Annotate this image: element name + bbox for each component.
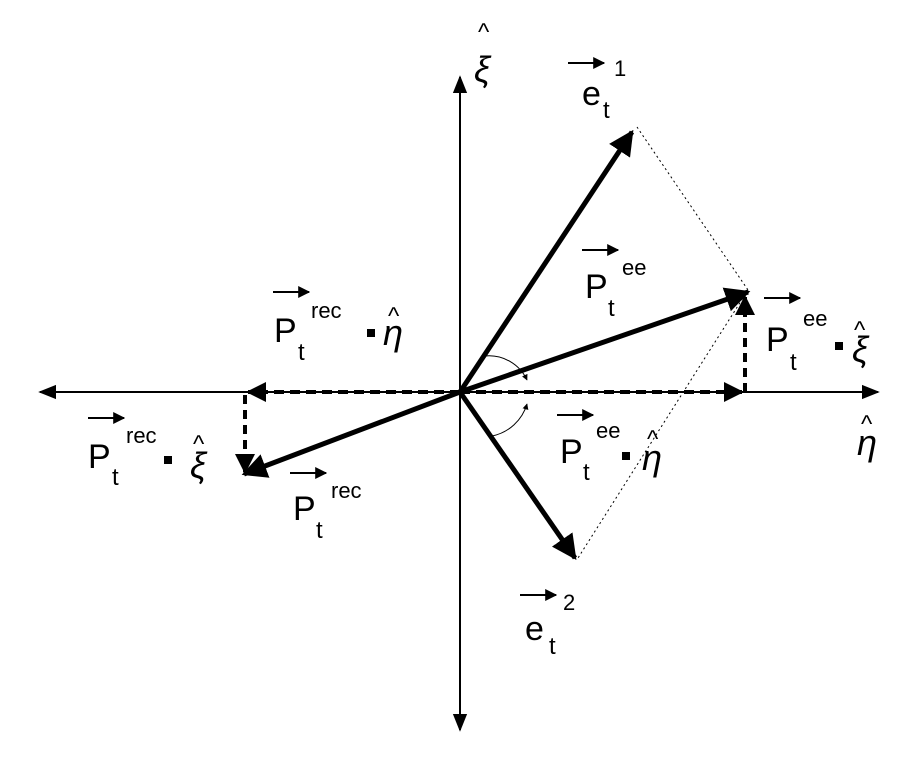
angle-arcs <box>484 355 529 437</box>
svg-text:1: 1 <box>614 56 626 81</box>
svg-text:P: P <box>274 312 297 350</box>
svg-text:t: t <box>603 97 610 124</box>
svg-text:ee: ee <box>596 418 620 443</box>
svg-text:ξ: ξ <box>190 445 208 486</box>
svg-text:t: t <box>549 633 556 660</box>
svg-text:P: P <box>585 268 608 306</box>
svg-text:P: P <box>766 321 789 359</box>
svg-text:η: η <box>642 437 662 478</box>
label-p-rec-dot-eta: P t rec η ^ <box>273 286 403 366</box>
dot-operator <box>367 329 375 337</box>
label-p-ee-dot-eta: P t ee η ^ <box>557 409 662 486</box>
svg-text:2: 2 <box>563 590 575 615</box>
svg-text:P: P <box>88 438 111 476</box>
svg-text:rec: rec <box>311 298 342 323</box>
label-e2: e t 2 <box>520 589 575 660</box>
svg-text:ee: ee <box>622 255 646 280</box>
svg-text:^: ^ <box>388 303 400 330</box>
svg-text:rec: rec <box>126 423 157 448</box>
svg-text:ee: ee <box>803 306 827 331</box>
svg-text:^: ^ <box>854 317 866 344</box>
svg-text:ξ: ξ <box>852 329 870 370</box>
svg-text:t: t <box>608 295 615 322</box>
svg-text:P: P <box>293 490 316 528</box>
label-p-ee: P t ee <box>582 244 646 322</box>
dot-operator <box>164 456 172 464</box>
label-e1: e t 1 <box>568 56 626 124</box>
svg-text:e: e <box>525 610 544 648</box>
main-vectors <box>241 129 751 561</box>
svg-text:e: e <box>582 75 601 113</box>
label-p-rec: P t rec <box>290 467 362 544</box>
svg-text:^: ^ <box>193 431 205 458</box>
svg-text:^: ^ <box>861 411 873 438</box>
xi-axis-label: ξ ^ <box>474 19 492 90</box>
dot-operator <box>835 342 843 350</box>
svg-text:t: t <box>112 464 119 491</box>
eta-axis-label: η ^ <box>857 411 877 463</box>
svg-text:η: η <box>857 422 877 463</box>
angle-arc-upper <box>484 355 528 381</box>
e1-vector <box>457 129 635 394</box>
svg-text:t: t <box>583 459 590 486</box>
svg-text:ξ: ξ <box>474 49 492 90</box>
p-rec-vector <box>241 389 461 478</box>
axes <box>38 75 880 732</box>
label-p-ee-dot-xi: P t ee ξ ^ <box>764 292 870 376</box>
p-ee-vector <box>459 287 751 395</box>
svg-text:^: ^ <box>647 426 659 453</box>
svg-text:η: η <box>383 312 403 353</box>
svg-text:t: t <box>790 349 797 376</box>
label-p-rec-dot-xi: P t rec ξ ^ <box>88 412 208 491</box>
svg-text:^: ^ <box>478 19 490 46</box>
svg-text:P: P <box>560 433 583 471</box>
angle-arc-lower <box>491 403 529 437</box>
svg-text:rec: rec <box>331 478 362 503</box>
e2-vector <box>457 390 578 561</box>
svg-text:t: t <box>316 517 323 544</box>
dot-operator <box>622 452 630 460</box>
svg-text:t: t <box>298 339 305 366</box>
